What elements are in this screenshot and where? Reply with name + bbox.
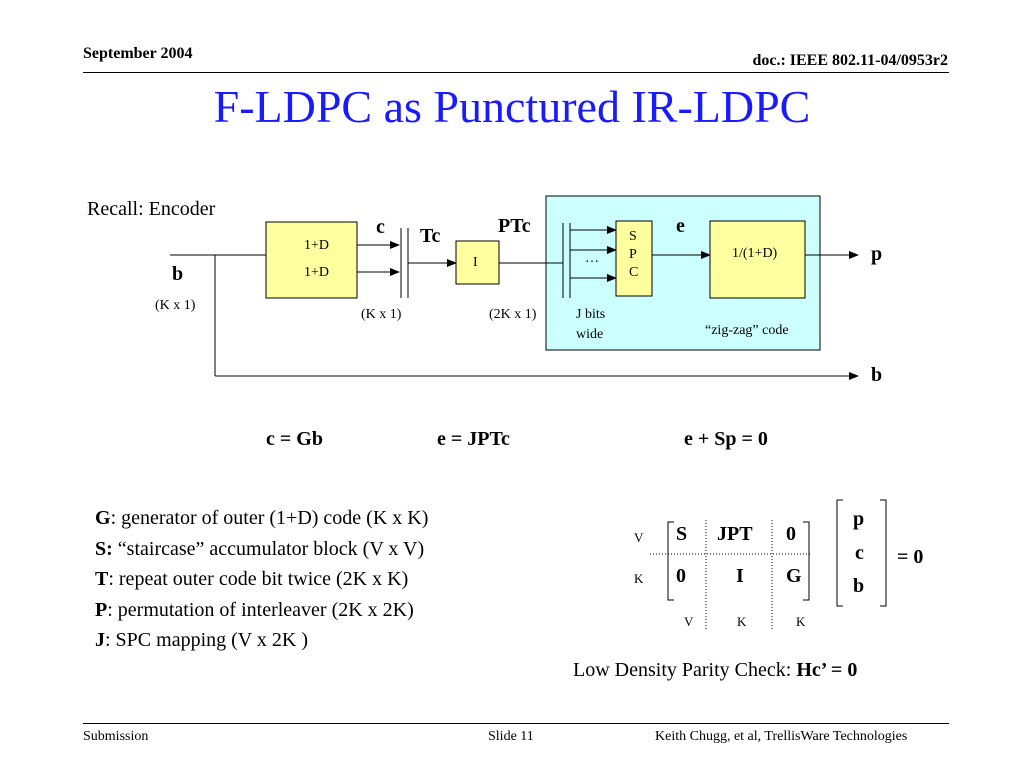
outer-code-bottom: 1+D — [304, 265, 330, 280]
legend-item: P: permutation of interleaver (2K x 2K) — [95, 595, 428, 626]
footer-submission: Submission — [83, 729, 149, 744]
matrix-cell: JPT — [717, 523, 753, 545]
p-output-label: p — [871, 243, 883, 265]
vector-b: b — [853, 575, 865, 597]
matrix-row-label-k: K — [634, 571, 644, 586]
spc-p: P — [629, 247, 637, 262]
slide-title: F-LDPC as Punctured IR-LDPC — [213, 81, 811, 132]
e-label: e — [676, 215, 685, 237]
matrix-cell: 0 — [676, 565, 686, 587]
outer-code-box — [265, 221, 358, 299]
symbol-legend: G: generator of outer (1+D) code (K x K)… — [95, 503, 428, 656]
ldpc-caption-text: Low Density Parity Check: — [573, 659, 797, 681]
matrix-row-label-v: V — [634, 530, 644, 545]
parallel-dots: … — [585, 251, 599, 266]
parity-matrix-graphic — [650, 499, 887, 630]
matrix-col-label-k2: K — [796, 614, 806, 629]
tc-label: Tc — [420, 225, 441, 247]
legend-symbol: P — [95, 598, 108, 621]
vector-left-bracket — [836, 499, 843, 607]
legend-text: : repeat outer code bit twice (2K x K) — [108, 568, 409, 590]
footer-slide-number: Slide 11 — [488, 729, 534, 744]
legend-item: S: “staircase” accumulator block (V x V) — [95, 534, 428, 565]
vector-p: p — [853, 508, 865, 530]
zigzag-label: “zig-zag” code — [705, 323, 789, 338]
matrix-cell: G — [786, 565, 802, 587]
matrix-cell: I — [736, 565, 744, 587]
c-dim: (K x 1) — [361, 307, 402, 322]
vector-right-bracket — [880, 499, 887, 607]
outer-code-top: 1+D — [304, 238, 330, 253]
equation-c: c = Gb — [266, 428, 323, 450]
recall-label: Recall: Encoder — [87, 198, 216, 220]
interleaver-label: I — [473, 255, 478, 270]
legend-symbol: J — [95, 629, 105, 651]
header-date: September 2004 — [83, 45, 193, 62]
footer-rule — [83, 723, 949, 724]
matrix-col-label-v: V — [684, 614, 694, 629]
ldpc-caption: Low Density Parity Check: Hc’ = 0 — [573, 659, 857, 682]
legend-symbol: G — [95, 507, 111, 529]
matrix-col-label-k1: K — [737, 614, 747, 629]
accumulator-label: 1/(1+D) — [732, 246, 778, 261]
header-doc: doc.: IEEE 802.11-04/0953r2 — [752, 52, 948, 69]
matrix-equals: = 0 — [897, 546, 924, 568]
encoder-diagram — [170, 195, 859, 380]
spc-c: C — [629, 265, 639, 280]
legend-item: J: SPC mapping (V x 2K ) — [95, 625, 428, 656]
b-output-label: b — [871, 364, 883, 386]
equation-e: e = JPTc — [437, 428, 510, 450]
matrix-cell: 0 — [786, 523, 796, 545]
legend-symbol: T — [95, 568, 109, 590]
c-label: c — [376, 216, 385, 238]
legend-item: G: generator of outer (1+D) code (K x K) — [95, 503, 428, 534]
accumulator-box — [709, 220, 806, 299]
ldpc-caption-equation: Hc’ = 0 — [796, 659, 858, 681]
footer-author: Keith Chugg, et al, TrellisWare Technolo… — [655, 729, 908, 744]
spc-s: S — [629, 229, 637, 244]
legend-text: : generator of outer (1+D) code (K x K) — [110, 507, 429, 529]
jbits-line1: J bits — [576, 307, 606, 322]
jbits-line2: wide — [576, 327, 604, 342]
equation-parity: e + Sp = 0 — [684, 428, 768, 450]
legend-text: : SPC mapping (V x 2K ) — [105, 629, 308, 651]
matrix-cell: S — [676, 523, 688, 545]
legend-symbol: S: — [95, 537, 113, 560]
ptc-label: PTc — [498, 215, 531, 237]
ptc-dim: (2K x 1) — [489, 307, 537, 322]
legend-text: “staircase” accumulator block (V x V) — [112, 537, 425, 560]
spc-box — [615, 220, 653, 297]
input-b-label: b — [172, 263, 184, 285]
legend-text: : permutation of interleaver (2K x 2K) — [107, 598, 414, 621]
input-dim: (K x 1) — [155, 298, 196, 313]
vector-c: c — [855, 542, 864, 564]
interleaver-box — [455, 240, 500, 285]
header-rule — [83, 72, 949, 73]
matrix-left-bracket — [667, 521, 674, 601]
legend-item: T: repeat outer code bit twice (2K x K) — [95, 564, 428, 595]
matrix-right-bracket — [803, 521, 810, 601]
